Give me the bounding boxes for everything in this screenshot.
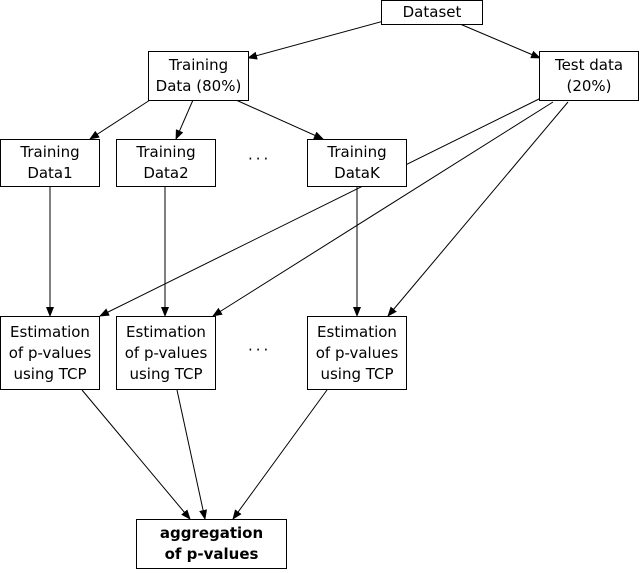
training-data2-label-line2: Data2: [143, 164, 189, 182]
edge-training-to-data1: [89, 99, 151, 140]
training-data2-label-line1: Training: [136, 143, 196, 161]
edge-estk-to-aggregation: [232, 389, 328, 520]
edge-training-to-datak: [235, 99, 324, 140]
training-data-label-line2: Data (80%): [155, 77, 242, 95]
aggregation-label-line1: aggregation: [159, 524, 264, 542]
edge-test-to-estk: [387, 101, 569, 317]
training-datak-label-line1: Training: [327, 143, 387, 161]
estimation2-node: Estimation of p-values using TCP: [116, 316, 216, 390]
estimation1-label-line3: using TCP: [13, 364, 87, 383]
estimation1-node: Estimation of p-values using TCP: [0, 316, 100, 390]
estimation2-label-line3: using TCP: [129, 364, 203, 383]
aggregation-label-line2: of p-values: [164, 545, 259, 563]
training-data1-label-line1: Training: [20, 143, 80, 161]
estimation1-label-line1: Estimation: [10, 322, 90, 341]
estimationk-label-line2: of p-values: [315, 343, 399, 362]
estimationk-label-line3: using TCP: [320, 364, 394, 383]
test-data-label-line2: (20%): [566, 77, 612, 95]
dataset-node: Dataset: [381, 0, 483, 25]
training-data1-label-line2: Data1: [27, 164, 73, 182]
edge-test-to-est1: [99, 97, 542, 317]
test-data-node: Test data (20%): [539, 51, 639, 101]
edge-est1-to-aggregation: [81, 389, 191, 520]
training-datak-label-line2: DataK: [334, 164, 380, 182]
dataset-label: Dataset: [402, 3, 462, 21]
aggregation-node: aggregation of p-values: [136, 519, 287, 569]
estimationk-node: Estimation of p-values using TCP: [307, 316, 407, 390]
training-data-label-line1: Training: [168, 56, 229, 74]
edge-test-to-est2: [212, 101, 554, 317]
edge-training-to-data2: [175, 99, 194, 140]
ellipsis-training: ···: [248, 150, 272, 168]
training-data2-node: Training Data2: [116, 139, 216, 187]
estimationk-label-line1: Estimation: [317, 322, 397, 341]
training-datak-node: Training DataK: [307, 139, 407, 187]
ellipsis-estimation: ···: [248, 341, 272, 359]
estimation1-label-line2: of p-values: [8, 343, 92, 362]
estimation2-label-line2: of p-values: [124, 343, 208, 362]
edge-dataset-to-test: [459, 23, 541, 59]
edge-est2-to-aggregation: [176, 389, 207, 520]
edge-dataset-to-training: [247, 20, 385, 60]
training-data1-node: Training Data1: [0, 139, 100, 187]
training-data-node: Training Data (80%): [148, 51, 249, 101]
estimation2-label-line1: Estimation: [126, 322, 206, 341]
test-data-label-line1: Test data: [554, 56, 624, 74]
